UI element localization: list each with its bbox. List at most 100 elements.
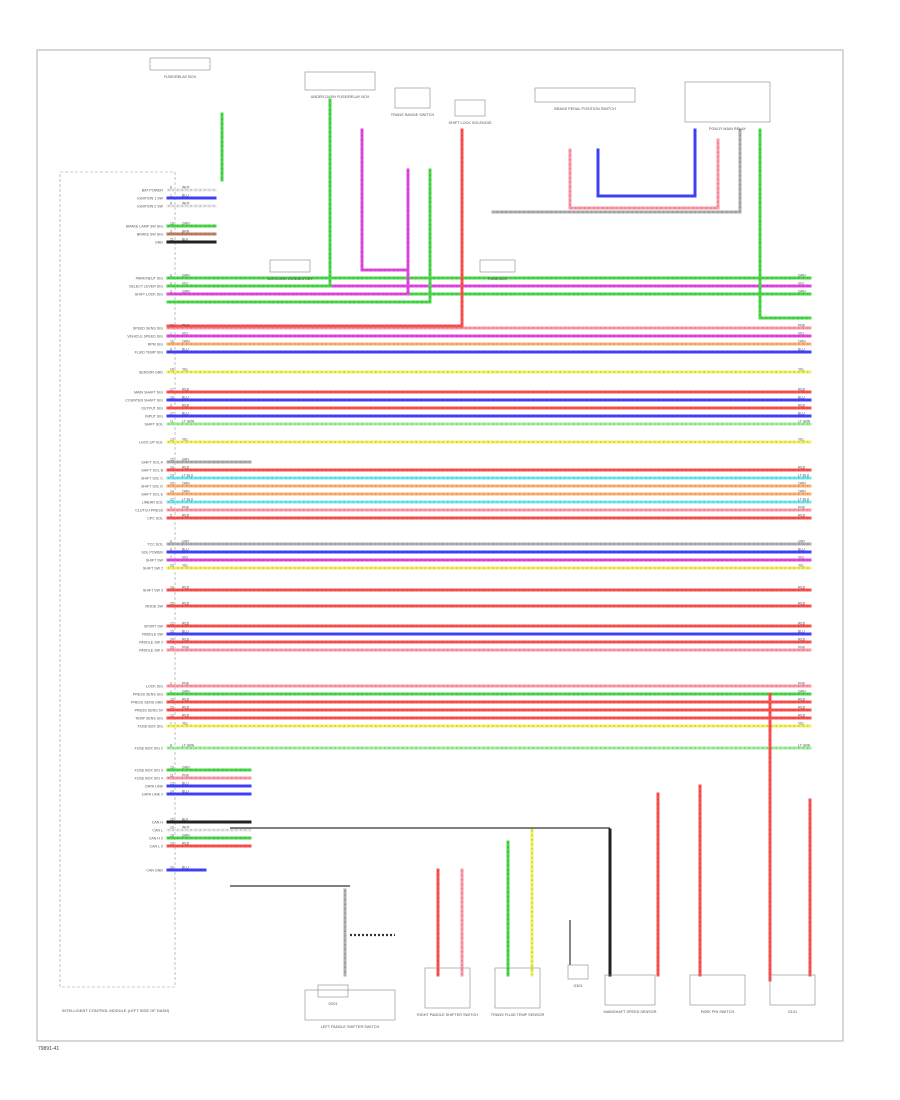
riser-green-2-trace — [168, 170, 431, 303]
pin-name-18: INPUT SIG — [145, 415, 163, 419]
pin-num-39: 2 — [170, 682, 172, 686]
wire-color-41: RED — [182, 698, 190, 702]
wire-color-right-25: ORN — [798, 490, 806, 494]
component-box-10 — [424, 967, 471, 1009]
pin-num-14: 18 — [170, 368, 174, 372]
wire-color-10: PNK — [182, 324, 190, 328]
wire-color-26: LT BLU — [182, 498, 194, 502]
riser-violet-2 — [360, 128, 410, 272]
wire-color-25: ORN — [182, 490, 190, 494]
wire-color-28: RED — [182, 514, 190, 518]
wire-color-right-18: BLU — [798, 412, 805, 416]
pin-num-40: 1 — [170, 690, 172, 694]
wire-color-right-11: VIO — [798, 332, 804, 336]
pin-num-34: 25 — [170, 602, 174, 606]
pin-num-3: 9 — [170, 202, 172, 206]
pin-name-30: SOL POWER — [141, 551, 163, 555]
pin-name-53: CAN L 2 — [150, 845, 163, 849]
wire-color-right-40: GRN — [798, 690, 806, 694]
wire-color-right-43: RED — [798, 714, 806, 718]
wire-color-right-30: BLU — [798, 548, 805, 552]
pin-name-5: BRAKE SW SIG — [137, 233, 163, 237]
pin-num-30: 9 — [170, 548, 172, 552]
riser-blue-1 — [596, 128, 697, 198]
pin-num-43: 12 — [170, 714, 174, 718]
component-label-15: G201 — [328, 1002, 337, 1006]
wire-color-right-26: LT BLU — [798, 498, 810, 502]
pin-num-42: 20 — [170, 706, 174, 710]
pin-num-24: 20 — [170, 482, 174, 486]
pin-num-18: 17 — [170, 412, 174, 416]
pin-num-7: 6 — [170, 274, 172, 278]
pin-num-45: 8 — [170, 744, 172, 748]
wire-color-2: BLU — [182, 194, 189, 198]
wire-color-right-7: GRN — [798, 274, 806, 278]
pin-name-20: LOCK-UP SOL — [139, 441, 163, 445]
pin-name-10: SPEED SENS SIG — [133, 327, 163, 331]
wire-color-51: WHT — [182, 826, 190, 830]
wire-color-23: LT BLU — [182, 474, 194, 478]
wire-color-right-20: YEL — [798, 438, 805, 442]
wire-color-24: ORN — [182, 482, 190, 486]
wire-color-19: LT GRN — [182, 420, 195, 424]
wire-color-right-10: PNK — [798, 324, 806, 328]
pin-name-51: CAN L — [152, 829, 163, 833]
wire-color-37: RED — [182, 638, 190, 642]
pin-name-17: OUTPUT SIG — [141, 407, 163, 411]
pin-name-16: COUNTER SHAFT SIG — [125, 399, 163, 403]
wire-color-right-27: PNK — [798, 506, 806, 510]
riser-red-1 — [166, 128, 464, 328]
component-label-16: G301 — [573, 984, 582, 988]
wire-color-34: RED — [182, 602, 190, 606]
pin-name-42: PRESS SENS 5V — [135, 709, 164, 713]
wire-color-right-15: RED — [798, 388, 806, 392]
pin-name-41: PRESS SENS GND — [131, 701, 163, 705]
wire-color-42: RED — [182, 706, 190, 710]
pin-name-26: LINEAR SOL — [142, 501, 163, 505]
wire-color-47: PNK — [182, 774, 190, 778]
wire-color-4: GRN — [182, 222, 190, 226]
pin-num-17: 3 — [170, 404, 172, 408]
diagram-border — [36, 49, 844, 1042]
wire-color-27: PNK — [182, 506, 190, 510]
component-label-8: DATA LINK CONNECTOR — [268, 277, 313, 281]
pin-name-13: FLUID TEMP SIG — [135, 351, 164, 355]
component-box-16 — [567, 964, 589, 980]
riser-blue-1-trace — [597, 130, 696, 197]
pin-num-33: 18 — [170, 586, 174, 590]
wire-color-right-17: RED — [798, 404, 806, 408]
pin-num-9: 3 — [170, 290, 172, 294]
pin-num-28: 5 — [170, 514, 172, 518]
wire-color-right-9: GRN — [798, 290, 806, 294]
wire-color-33: RED — [182, 586, 190, 590]
pin-name-54: CAN GND — [146, 869, 163, 873]
component-box-14 — [769, 974, 816, 1006]
pin-num-26: 22 — [170, 498, 174, 502]
wire-color-21: GRY — [182, 458, 190, 462]
pin-num-46: 10 — [170, 766, 174, 770]
footer-code: 79891-41 — [38, 1046, 60, 1052]
pin-name-28: CPC SOL — [147, 517, 163, 521]
component-box-12 — [604, 974, 656, 1006]
pin-num-36: 15 — [170, 630, 174, 634]
pin-num-4: 18 — [170, 222, 174, 226]
pin-num-20: 13 — [170, 438, 174, 442]
wire-color-right-44: YEL — [798, 722, 805, 726]
pin-num-32: 20 — [170, 564, 174, 568]
riser-gray-1-trace — [493, 130, 741, 213]
wire-color-right-33: RED — [798, 586, 806, 590]
component-box-5 — [534, 87, 636, 103]
wire-color-3: WHT — [182, 202, 190, 206]
component-label-10: RIGHT PADDLE SHIFTER SWITCH — [417, 1013, 478, 1017]
pin-name-35: SPORT SW — [144, 625, 164, 629]
pin-name-22: SHIFT SOL B — [141, 469, 163, 473]
pin-num-1: 8 — [170, 186, 172, 190]
riser-green-3-trace — [759, 130, 810, 319]
wire-color-right-31: VIO — [798, 556, 804, 560]
wire-group — [166, 98, 812, 982]
component-box-2 — [304, 71, 376, 91]
wire-color-22: RED — [182, 466, 190, 470]
